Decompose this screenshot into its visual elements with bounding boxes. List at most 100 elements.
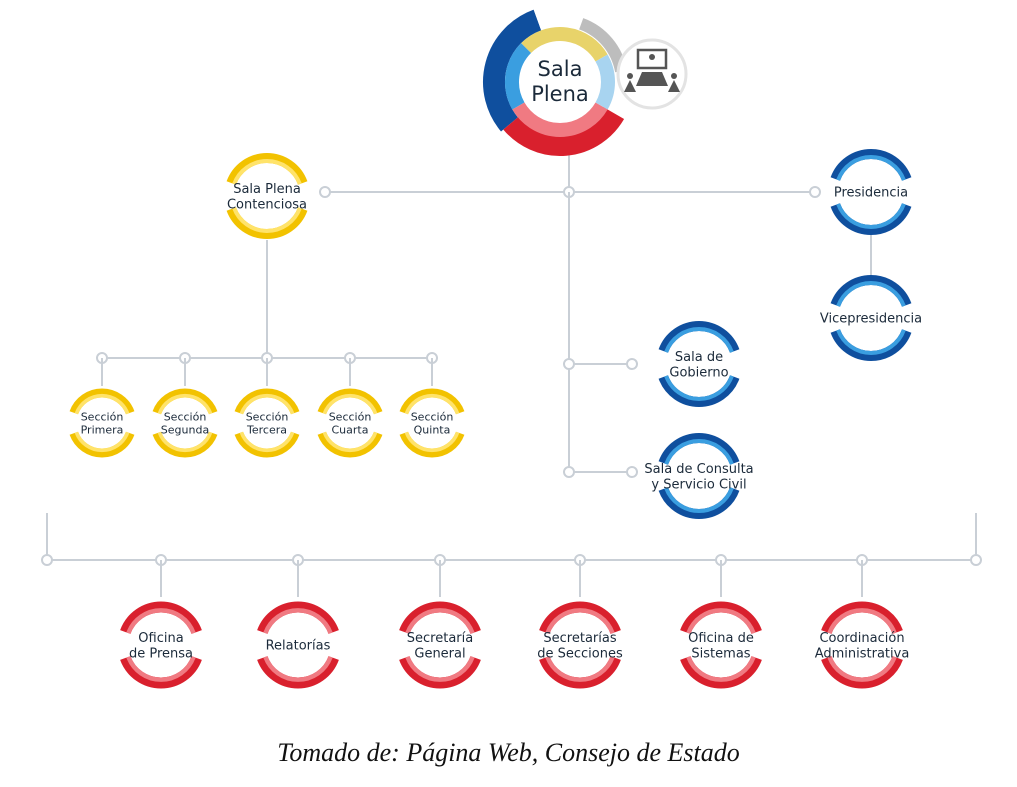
- node-label: Vicepresidencia: [820, 312, 922, 327]
- ring-arc: [836, 203, 906, 229]
- icon-chair: [624, 80, 636, 92]
- connector-dot: [563, 358, 575, 370]
- node-label: Tercera: [246, 423, 287, 436]
- node-label: Coordinación: [819, 631, 904, 646]
- ring-arc: [157, 431, 213, 453]
- ring-arc: [263, 656, 333, 682]
- ring-arc: [533, 5, 587, 31]
- node-label: Gobierno: [669, 365, 728, 380]
- node-label: Primera: [81, 423, 124, 436]
- node-label: Contenciosa: [227, 197, 307, 212]
- ring-arc: [680, 655, 762, 689]
- ring-arc: [686, 656, 756, 682]
- ring-arc: [239, 431, 295, 453]
- node-label: General: [414, 646, 465, 661]
- node-label: Secretarías: [543, 631, 616, 646]
- ring-arc: [539, 601, 621, 635]
- ring-arc: [664, 439, 734, 465]
- ring-arc: [226, 207, 308, 239]
- ring-arc: [830, 149, 912, 181]
- node-label: Administrativa: [815, 646, 910, 661]
- ring-arc: [830, 275, 912, 307]
- connector-lines: [41, 140, 982, 597]
- ring-arc: [664, 327, 734, 353]
- ring-arc: [157, 393, 213, 415]
- ring-arc: [239, 393, 295, 415]
- node-label: Presidencia: [834, 186, 908, 201]
- ring-arc: [658, 487, 740, 519]
- node-label: Plena: [531, 82, 589, 106]
- ring-arc: [836, 281, 906, 307]
- node-label: Secretaría: [407, 631, 473, 646]
- node-label: Sección: [329, 410, 372, 423]
- node-label: Sección: [411, 410, 454, 423]
- connector-dot: [41, 554, 53, 566]
- ring-arc: [257, 601, 339, 635]
- ring-arc: [399, 655, 481, 689]
- ring-arc: [152, 388, 218, 415]
- node-label: Quinta: [414, 423, 451, 436]
- ring-arc: [126, 656, 196, 682]
- ring-arc: [595, 54, 615, 110]
- icon-person: [649, 54, 655, 60]
- ring-arc: [399, 601, 481, 635]
- icon-screen: [636, 48, 668, 70]
- ring-arc: [69, 431, 135, 458]
- ring-arc: [232, 159, 302, 185]
- ring-arc: [120, 655, 202, 689]
- ring-arc: [226, 153, 308, 185]
- sala-plena-center: [520, 42, 600, 122]
- ring-arc: [120, 601, 202, 635]
- ring-arc: [836, 329, 906, 355]
- ring-arc: [680, 601, 762, 635]
- ring-arc: [658, 433, 740, 465]
- ring-arc: [317, 431, 383, 458]
- ring-arc: [827, 656, 897, 682]
- ring-arc: [483, 9, 542, 132]
- ring-arc: [545, 608, 615, 634]
- icon-person: [671, 73, 677, 79]
- ring-arc: [74, 431, 130, 453]
- node-label: Sala de: [675, 350, 723, 365]
- ring-arc: [399, 431, 465, 458]
- ring-arc: [664, 487, 734, 513]
- connector-dot: [970, 554, 982, 566]
- ring-arc: [74, 393, 130, 415]
- ring-arc: [539, 655, 621, 689]
- icon-table: [636, 72, 668, 86]
- node-label: Sección: [81, 410, 124, 423]
- ring-arc: [126, 608, 196, 634]
- ring-arc: [399, 388, 465, 415]
- ring-arc: [827, 608, 897, 634]
- ring-arc: [545, 656, 615, 682]
- ring-arc: [512, 102, 608, 137]
- node-label: Cuarta: [332, 423, 369, 436]
- ring-arc: [664, 375, 734, 401]
- connector-dot: [626, 466, 638, 478]
- ring-arc: [836, 155, 906, 181]
- presidencia-node: Presidencia: [830, 149, 912, 235]
- ring-arc: [404, 393, 460, 415]
- node-label: y Servicio Civil: [651, 477, 746, 492]
- ring-arc: [658, 375, 740, 407]
- ring-arc: [263, 608, 333, 634]
- ring-arc: [404, 431, 460, 453]
- ring-arc: [821, 601, 903, 635]
- ring-arc: [503, 106, 625, 156]
- node-label: de Prensa: [129, 646, 193, 661]
- ring-arc: [232, 207, 302, 233]
- connector-dot: [319, 186, 331, 198]
